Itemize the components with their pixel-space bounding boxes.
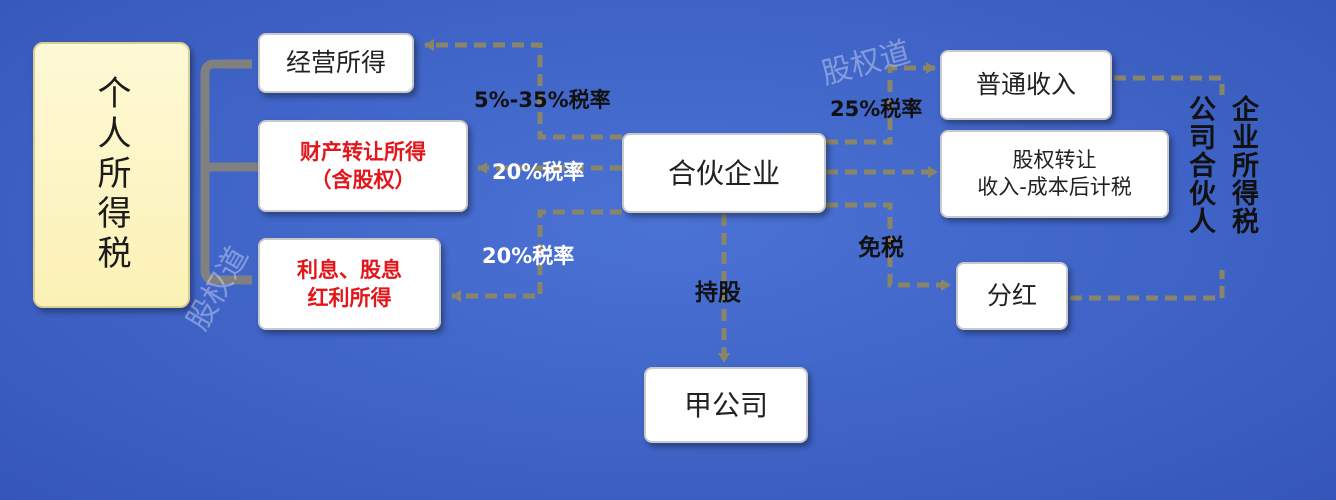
property-transfer-box: 财产转让所得 （含股权） [258, 120, 468, 212]
partnership-box: 合伙企业 [622, 133, 826, 213]
connector-dividend-to-side [1070, 270, 1225, 301]
connector-business-income [424, 39, 622, 140]
connector-dividend [826, 202, 951, 291]
company-a-label: 甲公司 [683, 388, 768, 422]
rate-20-interest-label: 20%税率 [482, 244, 575, 268]
connector-interest-dividend [451, 209, 622, 302]
property-transfer-line2: （含股权） [310, 168, 416, 192]
personal-income-tax-box: 个人所得税 [33, 42, 190, 308]
rate-5-35-label: 5%-35%税率 [474, 88, 611, 112]
dividend-box: 分红 [956, 262, 1068, 330]
shareholding-label: 持股 [695, 280, 741, 306]
business-income-label: 经营所得 [285, 48, 386, 78]
connector-ordinary-income [826, 62, 936, 145]
side-label-column-2: 公司合伙人 [1184, 95, 1215, 235]
rate-20-property-label: 20%税率 [492, 160, 585, 184]
partnership-label: 合伙企业 [667, 156, 780, 190]
equity-transfer-box: 股权转让 收入-成本后计税 [940, 130, 1169, 218]
connector-ordinary-to-side [1114, 75, 1225, 95]
side-label-column-1: 企业所得税 [1227, 95, 1258, 235]
interest-dividend-line1: 利息、股息 [297, 257, 402, 282]
tax-exempt-label: 免税 [858, 235, 904, 261]
side-label: 企业所得税 公司合伙人 [1180, 95, 1262, 235]
interest-dividend-line2: 红利所得 [307, 286, 392, 310]
dividend-label: 分红 [986, 281, 1037, 311]
property-transfer-line1: 财产转让所得 [300, 139, 426, 164]
bracket [200, 59, 252, 285]
business-income-box: 经营所得 [258, 33, 414, 93]
company-a-box: 甲公司 [644, 367, 808, 443]
ordinary-income-box: 普通收入 [940, 50, 1112, 120]
interest-dividend-box: 利息、股息 红利所得 [258, 238, 441, 330]
ordinary-income-label: 普通收入 [975, 70, 1076, 100]
rate-25-label: 25%税率 [830, 97, 923, 121]
equity-transfer-line2: 收入-成本后计税 [977, 175, 1132, 199]
equity-transfer-line1: 股权转让 [1012, 147, 1097, 172]
personal-income-tax-label: 个人所得税 [91, 75, 131, 275]
